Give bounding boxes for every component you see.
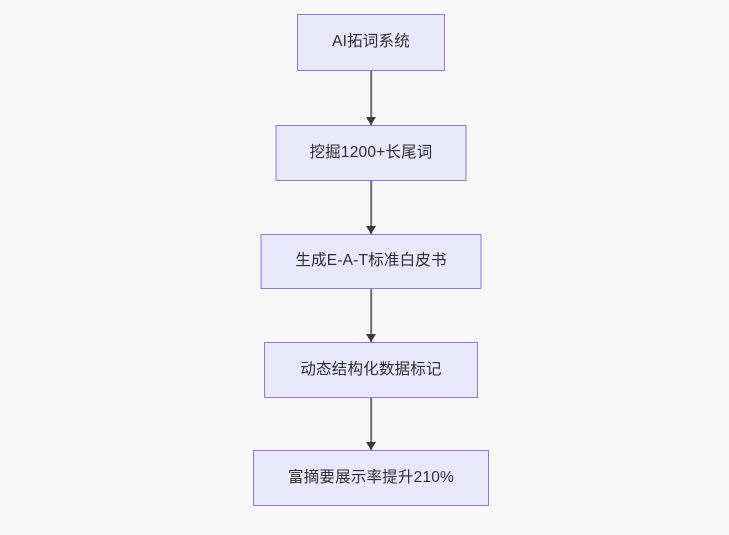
edge-line	[370, 289, 372, 342]
edge-line	[370, 181, 372, 234]
flowchart-node-rich-snippet-rate-increase[interactable]: 富摘要展示率提升210%	[253, 450, 489, 506]
flowchart-node-label: 动态结构化数据标记	[300, 360, 442, 378]
arrow-down-icon	[366, 117, 376, 125]
flowchart-node-dynamic-structured-data-markup[interactable]: 动态结构化数据标记	[264, 342, 478, 398]
flowchart-node-label: 富摘要展示率提升210%	[287, 468, 455, 486]
arrow-down-icon	[366, 226, 376, 234]
flowchart-node-label: 挖掘1200+长尾词	[309, 143, 433, 161]
flowchart-node-label: 生成E-A-T标准白皮书	[295, 252, 447, 270]
flowchart-edge-n3-n4	[365, 289, 377, 342]
flowchart-node-generate-eat-whitepaper[interactable]: 生成E-A-T标准白皮书	[260, 234, 482, 289]
flowchart-node-ai-keyword-system[interactable]: AI拓词系统	[297, 14, 445, 71]
flowchart-edge-n4-n5	[365, 398, 377, 450]
edge-line	[370, 398, 372, 450]
flowchart-edge-n2-n3	[365, 181, 377, 234]
flowchart-node-label: AI拓词系统	[332, 33, 410, 51]
flowchart-edge-n1-n2	[365, 71, 377, 125]
arrow-down-icon	[366, 334, 376, 342]
edge-line	[370, 71, 372, 125]
flowchart-node-mine-longtail-keywords[interactable]: 挖掘1200+长尾词	[275, 125, 467, 181]
arrow-down-icon	[366, 442, 376, 450]
